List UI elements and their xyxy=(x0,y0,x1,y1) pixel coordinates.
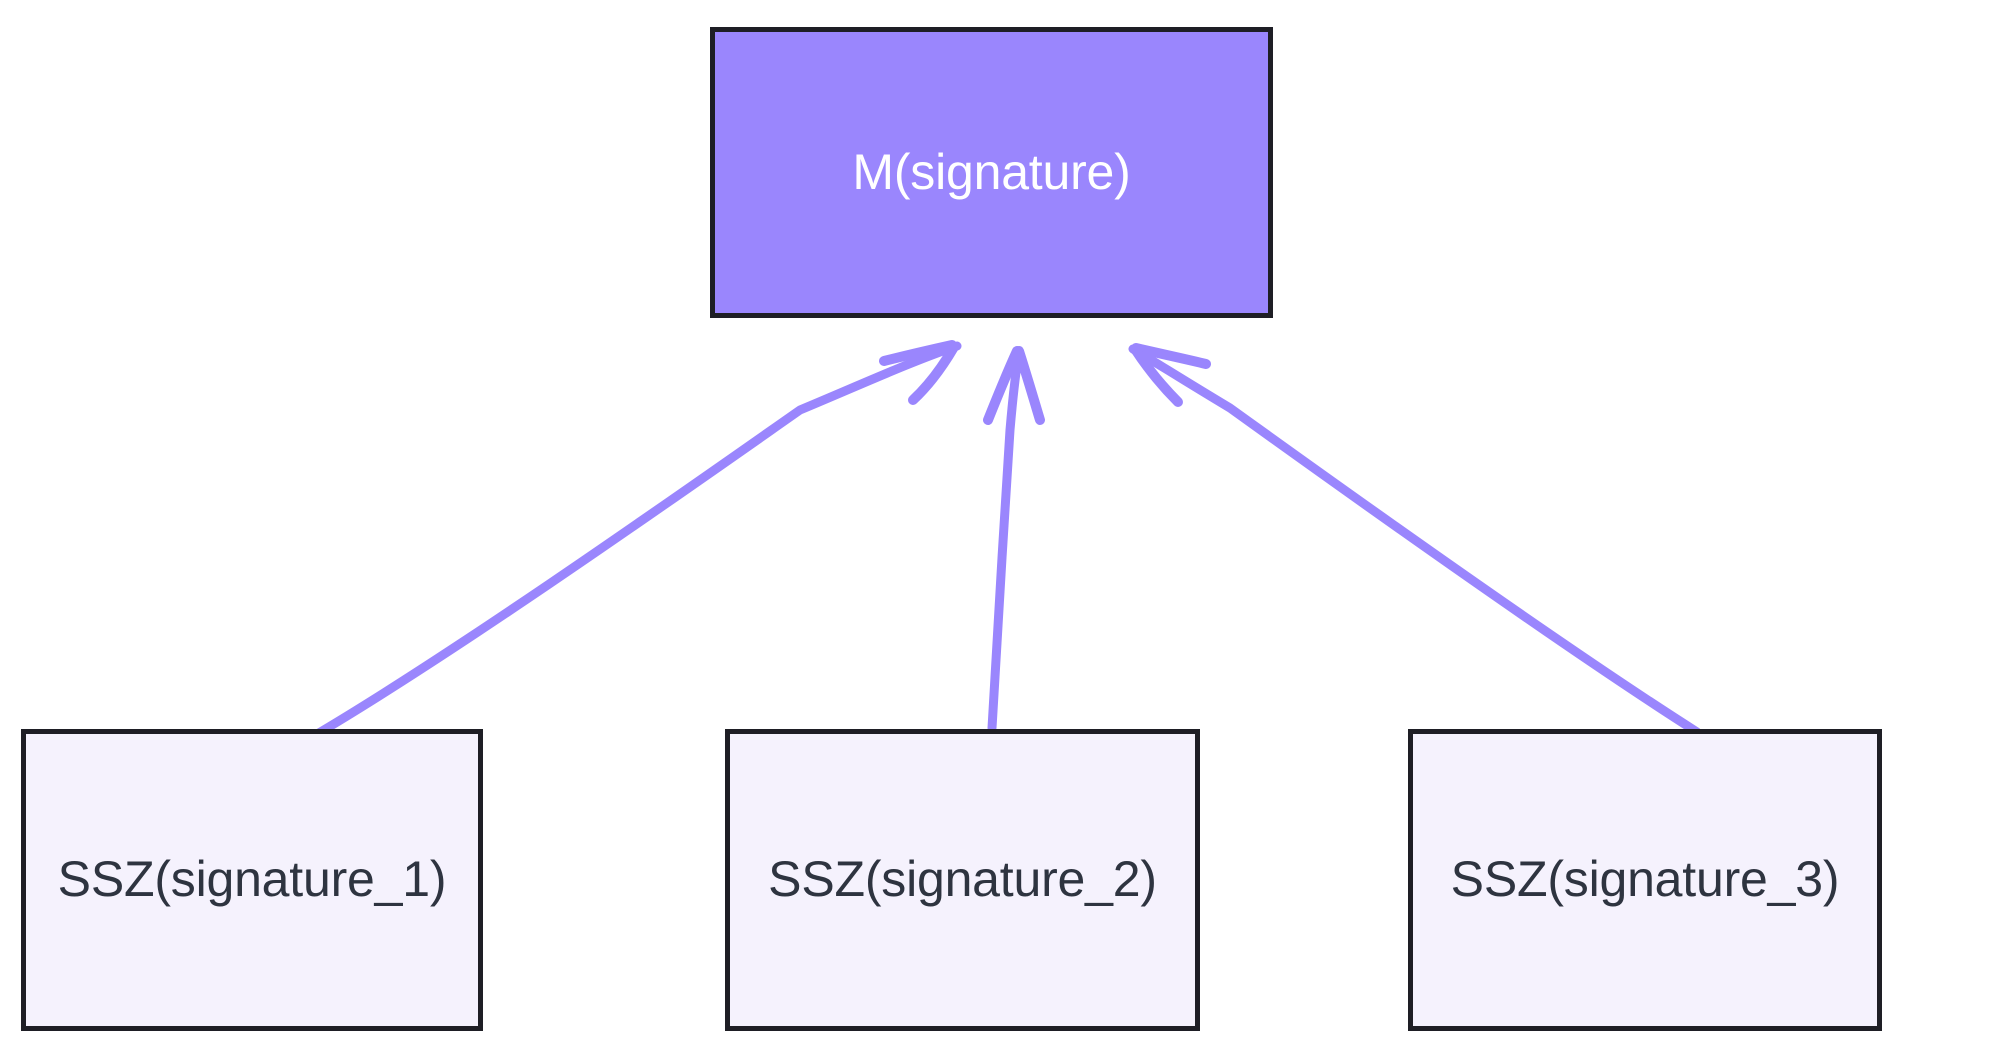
node-ssz-signature-3[interactable]: SSZ(signature_3) xyxy=(1408,729,1882,1031)
edge-leaf1-to-root[interactable] xyxy=(307,340,962,742)
edge-leaf3-arrowhead-upper xyxy=(1131,343,1211,369)
edge-leaf2-arrowhead-left xyxy=(983,346,1022,425)
node-ssz-signature-2-label: SSZ(signature_2) xyxy=(768,851,1157,908)
edge-leaf3-arrowhead-lower xyxy=(1130,344,1183,407)
node-m-signature[interactable]: M(signature) xyxy=(710,27,1273,318)
edge-leaf1-arrowhead-lower xyxy=(908,342,959,405)
node-ssz-signature-3-label: SSZ(signature_3) xyxy=(1450,851,1840,908)
node-ssz-signature-2[interactable]: SSZ(signature_2) xyxy=(725,729,1200,1031)
edge-leaf2-arrowhead-right xyxy=(1014,346,1045,425)
edge-leaf1-arrowhead-upper xyxy=(879,340,957,366)
node-ssz-signature-1[interactable]: SSZ(signature_1) xyxy=(21,729,483,1031)
edge-leaf2-to-root[interactable] xyxy=(983,346,1045,733)
node-ssz-signature-1-label: SSZ(signature_1) xyxy=(57,851,447,908)
edge-leaf2-line xyxy=(987,347,1024,733)
node-m-signature-label: M(signature) xyxy=(852,143,1131,200)
edge-leaf3-line xyxy=(1128,344,1702,737)
edge-leaf1-line xyxy=(307,341,962,742)
edge-leaf3-to-root[interactable] xyxy=(1128,343,1702,737)
